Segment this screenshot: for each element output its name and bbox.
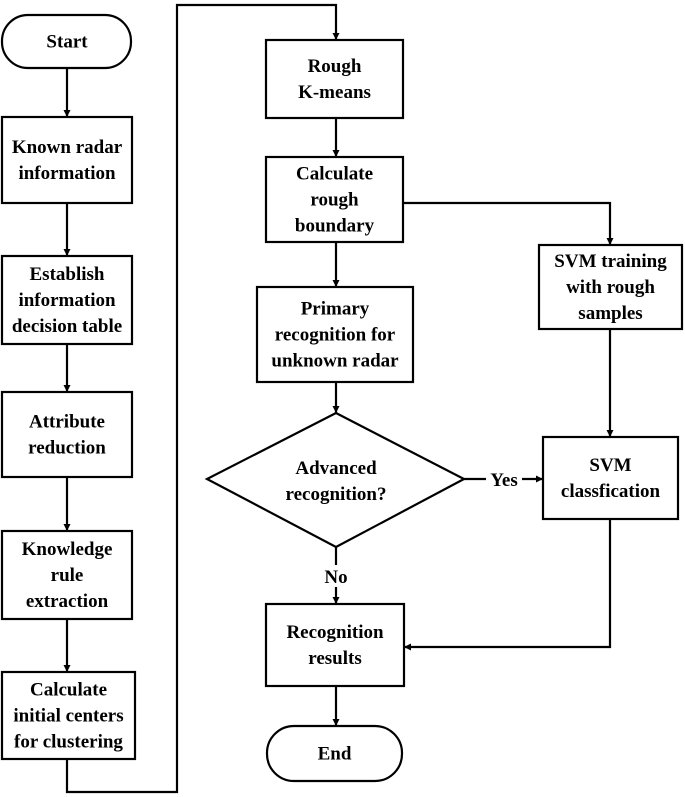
edge-calc-centers-to-rough-kmeans	[65, 3, 340, 794]
known-radar-label: Known radar information	[12, 137, 123, 184]
results-box	[264, 602, 406, 688]
svm-training-label-line-1: SVM training	[554, 251, 667, 272]
node-end: End	[265, 724, 404, 783]
advanced-label-line-2: recognition?	[286, 484, 387, 505]
no-label-bg	[318, 565, 354, 587]
attribute-label-line-1: Attribute	[29, 412, 105, 433]
calc-boundary-label-line-2: rough	[310, 190, 359, 211]
end-terminator	[265, 724, 404, 783]
knowledge-label: Knowledge rule extraction	[22, 539, 113, 612]
primary-label-line-3: unknown radar	[271, 351, 399, 372]
primary-label-line-2: recognition for	[275, 325, 396, 346]
knowledge-label-line-2: rule	[51, 565, 84, 586]
attribute-label-line-2: reduction	[28, 438, 106, 459]
node-svm-class: SVM classfication	[541, 435, 680, 521]
svm-training-label-line-2: with rough	[566, 277, 655, 298]
known-radar-label-line-2: information	[18, 163, 116, 184]
results-label-line-1: Recognition	[286, 622, 384, 643]
results-label-line-2: results	[308, 648, 361, 669]
node-attribute: Attribute reduction	[0, 390, 134, 479]
svm-training-label: SVM training with rough samples	[554, 251, 667, 324]
rough-kmeans-box	[264, 38, 405, 120]
rough-kmeans-label-line-2: K-means	[298, 82, 371, 103]
known-radar-box	[0, 115, 134, 205]
attribute-box	[0, 390, 134, 479]
start-label-line-1: Start	[46, 32, 88, 53]
calc-centers-label-line-2: initial centers	[13, 706, 123, 727]
knowledge-label-line-1: Knowledge	[22, 539, 113, 560]
svm-class-label-line-2: classfication	[561, 481, 661, 502]
node-calc-boundary: Calculate rough boundary	[264, 155, 405, 244]
calc-boundary-box	[264, 155, 405, 244]
node-svm-training: SVM training with rough samples	[537, 243, 684, 331]
node-knowledge: Knowledge rule extraction	[0, 529, 134, 621]
results-label: Recognition results	[286, 622, 384, 669]
knowledge-box	[0, 529, 134, 621]
end-label-line-1: End	[318, 744, 352, 765]
node-establish: Establish information decision table	[0, 254, 134, 346]
primary-label-line-1: Primary	[301, 299, 370, 320]
advanced-diamond	[204, 411, 467, 549]
advanced-label-line-1: Advanced	[295, 458, 377, 479]
svm-training-box	[537, 243, 684, 331]
rough-kmeans-label-line-1: Rough	[308, 56, 362, 77]
establish-label-line-2: information	[18, 290, 116, 311]
node-primary: Primary recognition for unknown radar	[255, 285, 415, 384]
calc-centers-box	[0, 670, 137, 761]
calc-boundary-label-line-3: boundary	[295, 216, 375, 237]
node-known-radar: Known radar information	[0, 115, 134, 205]
known-radar-label-line-1: Known radar	[12, 137, 123, 158]
node-results: Recognition results	[264, 602, 406, 688]
yes-label: Yes	[490, 470, 517, 491]
calc-centers-label-line-1: Calculate	[30, 680, 107, 701]
primary-box	[255, 285, 415, 384]
svm-class-box	[541, 435, 680, 521]
node-start: Start	[0, 13, 133, 70]
calc-centers-label-line-3: for clustering	[14, 732, 123, 753]
edge-svm-class-to-results	[404, 519, 612, 651]
svm-class-label: SVM classfication	[561, 455, 661, 502]
establish-box	[0, 254, 134, 346]
establish-label-line-1: Establish	[30, 264, 105, 285]
svm-training-label-line-3: samples	[578, 303, 642, 324]
attribute-label: Attribute reduction	[28, 412, 106, 459]
start-terminator	[0, 13, 133, 70]
start-label: Start	[46, 32, 88, 53]
edge-calc-boundary-to-svm-training	[403, 201, 614, 245]
yes-label-bg	[486, 468, 522, 490]
advanced-label: Advanced recognition?	[286, 458, 387, 505]
svm-class-label-line-1: SVM	[589, 455, 631, 476]
establish-label: Establish information decision table	[12, 264, 122, 337]
no-label: No	[324, 567, 347, 588]
establish-label-line-3: decision table	[12, 316, 122, 337]
end-label: End	[318, 744, 352, 765]
primary-label: Primary recognition for unknown radar	[271, 299, 399, 372]
calc-boundary-label: Calculate rough boundary	[295, 164, 375, 237]
node-calc-centers: Calculate initial centers for clustering	[0, 670, 137, 761]
calc-boundary-label-line-1: Calculate	[296, 164, 373, 185]
calc-centers-label: Calculate initial centers for clustering	[13, 680, 123, 753]
knowledge-label-line-3: extraction	[26, 591, 109, 612]
node-advanced-decision: Advanced recognition?	[204, 411, 467, 549]
